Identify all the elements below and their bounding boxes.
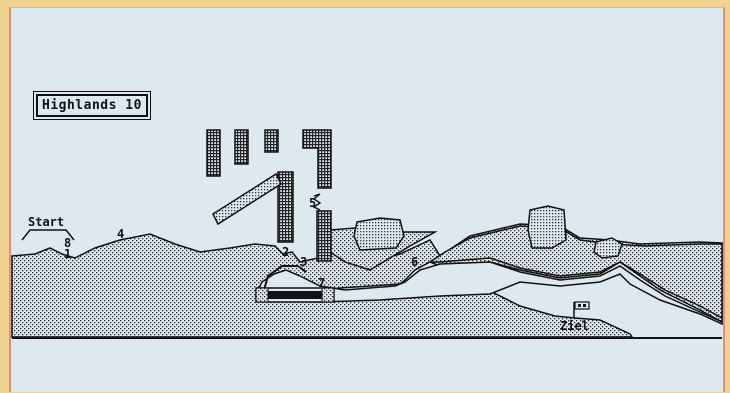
water-trap-edge	[256, 288, 268, 302]
water-trap-fill	[268, 291, 322, 299]
diagonal-ramp	[213, 174, 281, 224]
water-trap-edge	[322, 288, 334, 302]
rock	[594, 238, 622, 258]
start-label: Start	[28, 216, 64, 228]
hole-number: 3	[300, 256, 307, 268]
wall-block	[235, 130, 248, 164]
hole-number: 2	[282, 246, 289, 258]
hole-number: 5	[309, 197, 316, 209]
wall-block	[265, 130, 278, 152]
wall-block	[303, 130, 331, 188]
hole-number: 4	[117, 228, 124, 240]
wall-block	[207, 130, 220, 176]
flag-icon	[574, 302, 589, 318]
level-title: Highlands 10	[36, 94, 148, 117]
hole-number: 6	[411, 256, 418, 268]
wall-block	[317, 211, 331, 261]
hole-number: 8	[64, 237, 71, 249]
finish-label: Ziel	[560, 320, 589, 332]
rock	[528, 206, 566, 248]
rock	[354, 218, 404, 250]
hole-number: 7	[318, 277, 325, 289]
